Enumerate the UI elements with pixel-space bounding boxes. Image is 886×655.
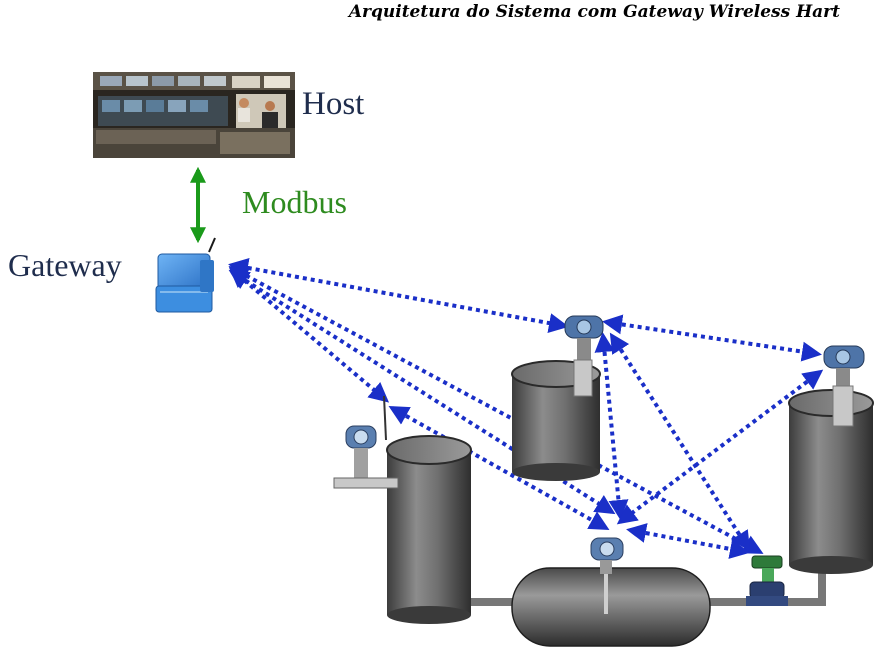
wireless-link — [228, 266, 764, 554]
wireless-transmitter — [333, 395, 399, 489]
wireless-link — [616, 369, 824, 525]
modbus-label: Modbus — [242, 184, 347, 220]
wireless-transmitter — [564, 315, 604, 397]
gateway-label: Gateway — [8, 247, 122, 283]
wireless-link — [228, 267, 390, 403]
control-valve — [746, 555, 788, 606]
wireless-transmitter — [823, 345, 865, 427]
wireless-link — [594, 332, 629, 520]
control-room-photo — [93, 72, 295, 158]
gateway-device — [155, 237, 216, 313]
horizontal-tank — [511, 567, 711, 647]
tank — [386, 435, 472, 624]
wireless-link — [388, 406, 610, 530]
tank — [788, 389, 874, 574]
host-label: Host — [302, 86, 365, 122]
wireless-transmitter — [590, 537, 624, 614]
wireless-link — [602, 314, 822, 362]
wireless-link — [626, 523, 750, 559]
wireless-links — [228, 258, 824, 559]
page-title: Arquitetura do Sistema com Gateway Wirel… — [348, 2, 840, 22]
